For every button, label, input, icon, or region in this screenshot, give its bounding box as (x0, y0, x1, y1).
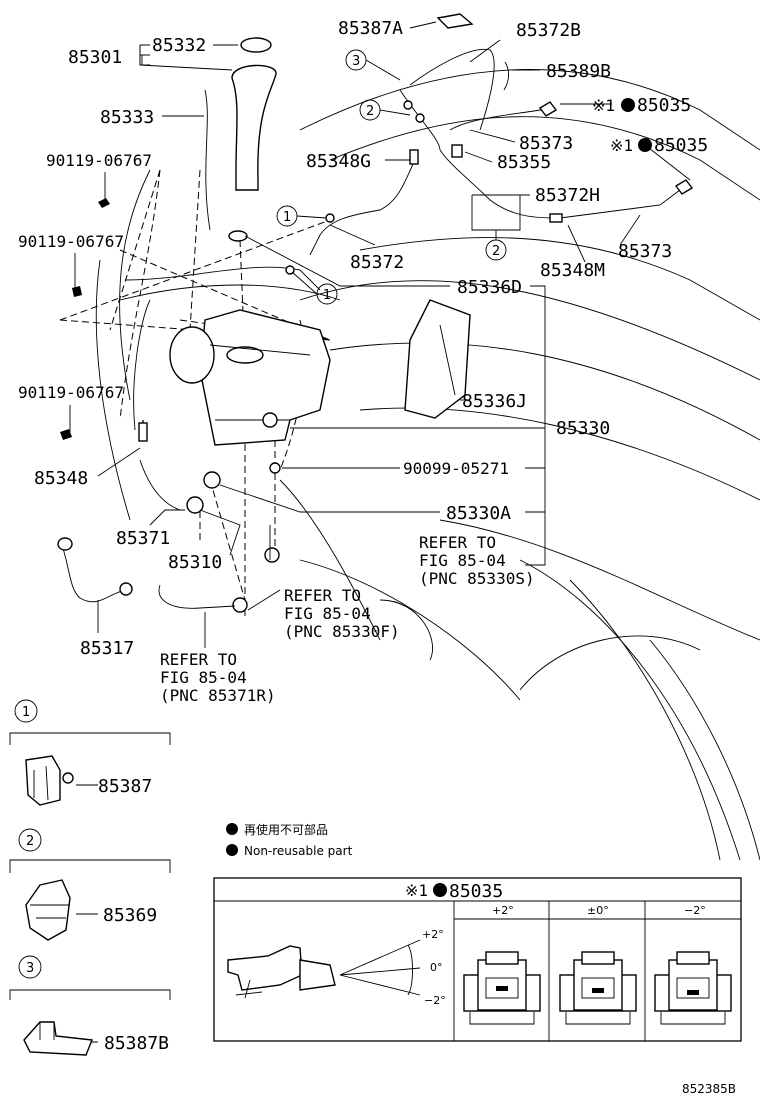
nonreusable-dot (621, 98, 635, 112)
part-labels: 85301 85332 85333 90119-06767 90119-0676… (18, 18, 708, 705)
label-90119-b: 90119-06767 (18, 232, 124, 251)
circled-num: 3 (352, 54, 360, 69)
label-85348M: 85348M (540, 260, 605, 281)
legend: 再使用不可部品 Non-reusable part (226, 822, 353, 858)
adjustment-table: ※1 85035 +2° ±0° −2° +2° 0° −2° (213, 877, 742, 1042)
refer-85371R-line2: FIG 85-04 (160, 668, 247, 687)
refer-85330F-line1: REFER TO (284, 586, 361, 605)
label-85336D: 85336D (457, 277, 522, 298)
label-85317: 85317 (80, 638, 134, 659)
adjust-col-zero: ±0° (587, 904, 609, 917)
label-85372B: 85372B (516, 20, 581, 41)
label-85330A: 85330A (446, 503, 511, 524)
label-85336J: 85336J (462, 391, 527, 412)
label-85035-a: 85035 (637, 95, 691, 116)
hose-routing (285, 13, 694, 275)
label-85332: 85332 (152, 35, 206, 56)
harness-85317 (61, 544, 131, 603)
gauge-plus2-icon (463, 951, 541, 1025)
circled-num: 2 (366, 104, 374, 119)
filler-neck-85301 (231, 64, 277, 191)
label-85035-b: 85035 (654, 135, 708, 156)
label-85387B: 85387B (104, 1033, 169, 1054)
label-90119-c: 90119-06767 (18, 383, 124, 402)
label-85333: 85333 (100, 107, 154, 128)
legend-en: Non-reusable part (244, 844, 353, 858)
label-90099: 90099-05271 (403, 459, 509, 478)
label-85387A: 85387A (338, 18, 403, 39)
label-85373-a: 85373 (519, 133, 573, 154)
detail-num-3: 3 (26, 961, 34, 976)
washer-tank-assembly (57, 37, 471, 613)
mark-asterisk-2: ※1 (610, 136, 633, 155)
grommet-85330A (203, 471, 221, 489)
refer-85330F-line3: (PNC 85330F) (284, 622, 400, 641)
label-85348: 85348 (34, 468, 88, 489)
clip-85369 (25, 879, 71, 941)
label-85330: 85330 (556, 418, 610, 439)
detail-num-2: 2 (26, 834, 34, 849)
angle-plus2: +2° (422, 928, 444, 941)
refer-85330S-line2: FIG 85-04 (419, 551, 506, 570)
angle-zero: 0° (430, 961, 443, 974)
adjust-col-plus2: +2° (492, 904, 514, 917)
label-85301: 85301 (68, 47, 122, 68)
label-85372H: 85372H (535, 185, 600, 206)
circled-num: 1 (283, 210, 291, 225)
hose-85371 (139, 459, 181, 511)
circled-num: 2 (492, 244, 500, 259)
figure-id: 852385B (682, 1082, 736, 1096)
leader-lines (69, 21, 691, 1043)
label-85369: 85369 (103, 905, 157, 926)
gauge-minus2-icon (654, 951, 732, 1025)
detail-num-1: 1 (22, 705, 30, 720)
nonreusable-dot (638, 138, 652, 152)
label-85389B: 85389B (546, 61, 611, 82)
label-85355: 85355 (497, 152, 551, 173)
legend-jp: 再使用不可部品 (244, 822, 328, 837)
refer-85371R-line3: (PNC 85371R) (160, 686, 276, 705)
pump-85310 (186, 496, 204, 514)
cap-85332 (240, 37, 272, 53)
circled-markers: 3 2 1 1 2 (276, 49, 507, 305)
hose-85371R (158, 584, 236, 609)
gauge-zero-icon (559, 951, 637, 1025)
refer-85330S-line3: (PNC 85330S) (419, 569, 535, 588)
angle-minus2: −2° (424, 994, 446, 1007)
label-85373-b: 85373 (618, 241, 672, 262)
detail-callouts: 1 85387 2 85369 3 85387B (9, 699, 171, 1056)
clip-85387B (23, 1021, 93, 1056)
label-90119-a: 90119-06767 (46, 151, 152, 170)
adjust-title: 85035 (449, 881, 503, 902)
label-85372: 85372 (350, 252, 404, 273)
clip-85387 (25, 755, 61, 806)
label-85387: 85387 (98, 776, 152, 797)
refer-85330F-line2: FIG 85-04 (284, 604, 371, 623)
label-85371: 85371 (116, 528, 170, 549)
dipstick-85333 (204, 89, 211, 231)
adjust-mark: ※1 (405, 881, 428, 900)
mark-asterisk-1: ※1 (592, 96, 615, 115)
refer-85330S-line1: REFER TO (419, 533, 496, 552)
circled-num: 1 (323, 288, 331, 303)
adjust-col-minus2: −2° (684, 904, 706, 917)
label-85310: 85310 (168, 552, 222, 573)
label-85348G: 85348G (306, 151, 371, 172)
refer-85371R-line1: REFER TO (160, 650, 237, 669)
